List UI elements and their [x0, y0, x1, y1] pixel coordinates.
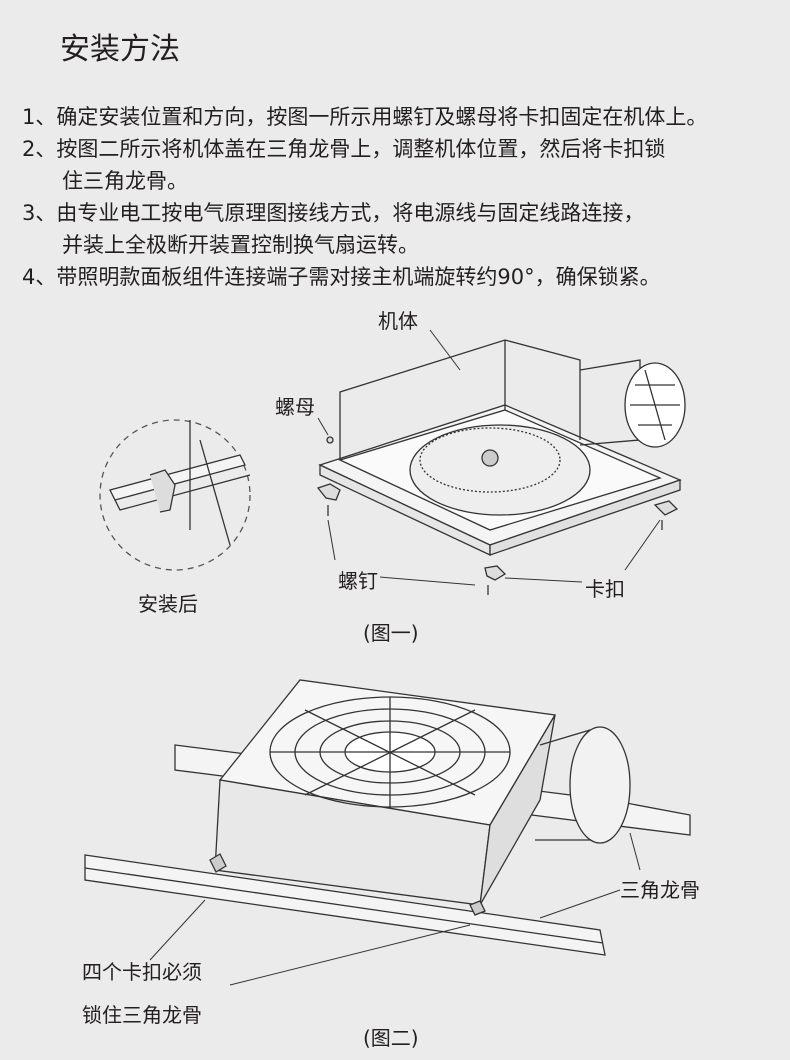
step-3: 3、由专业电工按电气原理图接线方式，将电源线与固定线路连接，: [22, 201, 645, 225]
label-screw: 螺钉: [338, 569, 378, 593]
figure2-fan-body: [209, 679, 631, 916]
step-2-cont: 住三角龙骨。: [62, 169, 188, 193]
step-2: 2、按图二所示将机体盖在三角龙骨上，调整机体位置，然后将卡扣锁: [22, 137, 666, 161]
figure1-caption: (图一): [363, 621, 419, 645]
page-title: 安装方法: [60, 32, 180, 67]
label-clip: 卡扣: [585, 577, 625, 601]
note-line-2: 锁住三角龙骨: [82, 1003, 202, 1027]
figure1-detail-circle: [99, 419, 251, 571]
figure1-leader-lines: [317, 329, 661, 586]
figure2-leader-lines: [149, 832, 641, 986]
step-1: 1、确定安装位置和方向，按图一所示用螺钉及螺母将卡扣固定在机体上。: [22, 105, 708, 129]
note-line-1: 四个卡扣必须: [82, 960, 202, 984]
figure2-caption: (图二): [363, 1026, 419, 1050]
label-after-install: 安装后: [138, 592, 198, 616]
label-nut: 螺母: [275, 395, 315, 419]
figure1-fan-body: [318, 339, 686, 557]
label-rail: 三角龙骨: [620, 878, 700, 902]
step-3-cont: 并装上全极断开装置控制换气扇运转。: [62, 233, 419, 257]
step-4: 4、带照明款面板组件连接端子需对接主机端旋转约90°，确保锁紧。: [22, 265, 661, 289]
figure1-clips: [316, 436, 679, 595]
label-body: 机体: [378, 309, 418, 333]
